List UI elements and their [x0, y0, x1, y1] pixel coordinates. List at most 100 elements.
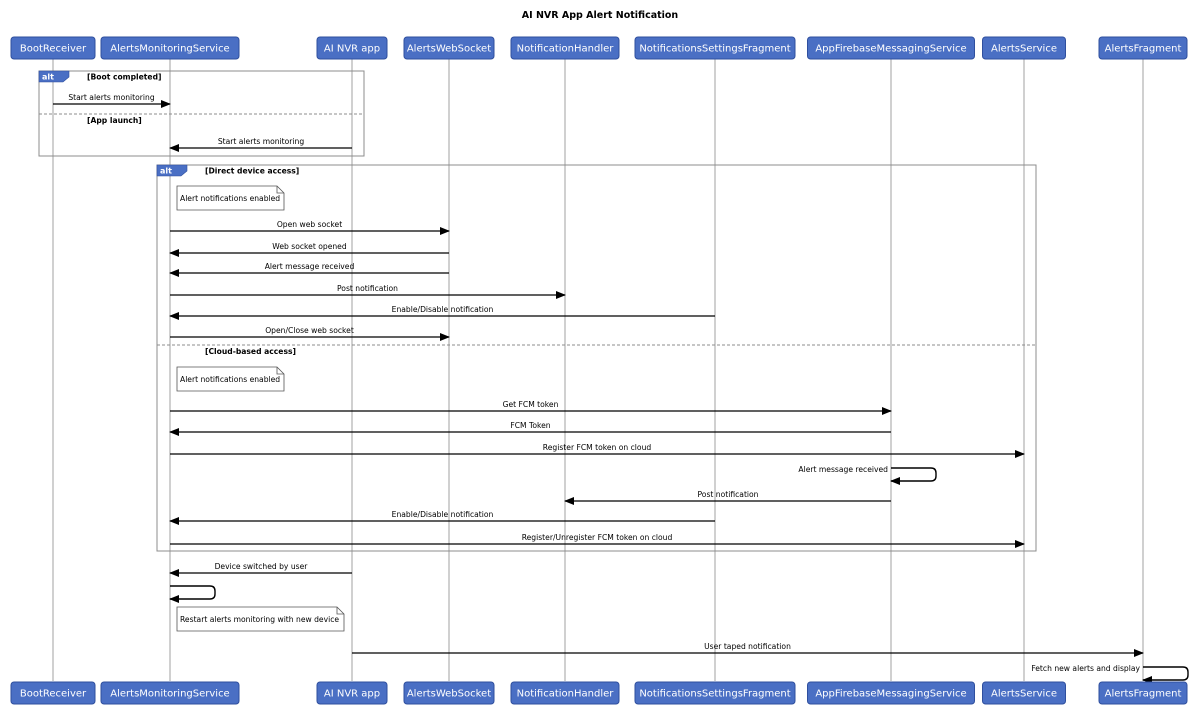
message-label: Fetch new alerts and display [1031, 664, 1140, 673]
note: Alert notifications enabled [176, 185, 285, 211]
message-arrow: Post notification [564, 490, 891, 505]
participant-label: AlertsMonitoringService [110, 44, 229, 55]
participant-box [982, 681, 1066, 705]
participant-box [10, 36, 96, 60]
participant-label: AI NVR app [324, 689, 380, 700]
message-label: Post notification [697, 490, 758, 499]
note-text: Restart alerts monitoring with new devic… [180, 615, 339, 624]
note-text: Alert notifications enabled [180, 194, 280, 203]
participant-alerts-service-bottom: AlertsService [982, 681, 1066, 705]
participant-label: AlertsService [991, 689, 1057, 700]
participant-alerts-monitoring-service-bottom: AlertsMonitoringService [100, 681, 240, 705]
diagram-title: AI NVR App Alert Notification [522, 10, 679, 21]
participant-box [10, 681, 96, 705]
participant-alerts-fragment-bottom: AlertsFragment [1098, 681, 1188, 705]
message-label: Open web socket [277, 220, 342, 229]
message-arrow: Post notification [170, 284, 566, 299]
message-arrow: Alert message received [169, 262, 449, 277]
frame-tab [156, 164, 188, 177]
participant-label: AlertsFragment [1105, 689, 1182, 700]
participant-label: AI NVR app [324, 44, 380, 55]
frame-guard: [Boot completed] [87, 73, 161, 82]
note: Restart alerts monitoring with new devic… [176, 606, 345, 632]
note-box [176, 606, 345, 632]
message-label: Alert message received [798, 465, 888, 474]
participant-box [1098, 681, 1188, 705]
message-label: Register FCM token on cloud [543, 443, 652, 452]
note-text: Alert notifications enabled [180, 375, 280, 384]
participant-box [510, 681, 620, 705]
message-arrow: Register/Unregister FCM token on cloud [170, 533, 1025, 548]
note-box [176, 366, 285, 392]
participant-box [1098, 36, 1188, 60]
message-label: Device switched by user [215, 562, 309, 571]
message-label: Get FCM token [503, 400, 559, 409]
participant-box [403, 681, 495, 705]
participant-box [982, 36, 1066, 60]
frame-guard: [Cloud-based access] [205, 347, 296, 356]
alt-frame-access: alt [Direct device access] [Cloud-based ac… [156, 164, 1037, 552]
participant-alerts-web-socket-bottom: AlertsWebSocket [403, 681, 495, 705]
message-arrow: Start alerts monitoring [169, 137, 352, 152]
message-label: Enable/Disable notification [392, 305, 494, 314]
participant-label: NotificationsSettingsFragment [639, 689, 790, 700]
participant-label: AlertsFragment [1105, 44, 1182, 55]
message-arrow: Device switched by user [169, 562, 352, 577]
participant-alerts-fragment-top: AlertsFragment [1098, 36, 1188, 60]
participant-box [807, 681, 975, 705]
participant-alerts-monitoring-service-top: AlertsMonitoringService [100, 36, 240, 60]
participant-box [316, 36, 388, 60]
message-arrow: Enable/Disable notification [169, 510, 715, 525]
participant-box [634, 36, 796, 60]
frame-keyword: alt [160, 167, 172, 176]
participant-notification-handler-top: NotificationHandler [510, 36, 620, 60]
participant-ai-nvr-app-top: AI NVR app [316, 36, 388, 60]
participant-box [316, 681, 388, 705]
participant-notification-handler-bottom: NotificationHandler [510, 681, 620, 705]
frame-border [156, 164, 1037, 552]
participant-label: AlertsWebSocket [407, 44, 491, 55]
participant-label: NotificationsSettingsFragment [639, 44, 790, 55]
note-fold [276, 367, 284, 375]
participant-boot-receiver-bottom: BootReceiver [10, 681, 96, 705]
participant-label: NotificationHandler [517, 689, 615, 700]
note: Alert notifications enabled [176, 366, 285, 392]
message-arrow: Fetch new alerts and display [1031, 664, 1189, 684]
participant-app-firebase-messaging-service-bottom: AppFirebaseMessagingService [807, 681, 975, 705]
message-arrow: Web socket opened [169, 242, 449, 257]
participant-label: AppFirebaseMessagingService [815, 689, 966, 700]
message-arrow: Start alerts monitoring [53, 93, 171, 108]
frame-keyword: alt [42, 73, 54, 82]
participant-box [510, 36, 620, 60]
participant-alerts-web-socket-top: AlertsWebSocket [403, 36, 495, 60]
self-message-loop [1142, 666, 1189, 684]
self-message-loop [890, 467, 937, 485]
message-label: Enable/Disable notification [392, 510, 494, 519]
message-label: User taped notification [704, 642, 791, 651]
participant-label: AlertsMonitoringService [110, 689, 229, 700]
self-message-loop [169, 585, 216, 603]
alt-frame-boot: alt [Boot completed] [App launch] [38, 70, 365, 157]
frame-guard: [App launch] [87, 116, 142, 125]
participant-alerts-service-top: AlertsService [982, 36, 1066, 60]
frame-guard: [Direct device access] [205, 167, 299, 176]
note-box [176, 185, 285, 211]
participant-box [100, 681, 240, 705]
participant-label: AlertsWebSocket [407, 689, 491, 700]
message-label: FCM Token [510, 421, 550, 430]
message-arrow: Open/Close web socket [170, 326, 450, 341]
message-label: Register/Unregister FCM token on cloud [522, 533, 673, 542]
message-arrow: FCM Token [169, 421, 891, 436]
message-arrow: Get FCM token [170, 400, 892, 415]
message-arrow: Register FCM token on cloud [170, 443, 1025, 458]
participant-label: BootReceiver [20, 44, 87, 55]
message-label: Start alerts monitoring [68, 93, 155, 102]
message-label: Start alerts monitoring [218, 137, 305, 146]
participant-ai-nvr-app-bottom: AI NVR app [316, 681, 388, 705]
message-label: Open/Close web socket [265, 326, 354, 335]
participant-box [807, 36, 975, 60]
note-fold [336, 607, 344, 615]
participant-box [403, 36, 495, 60]
participant-label: AlertsService [991, 44, 1057, 55]
